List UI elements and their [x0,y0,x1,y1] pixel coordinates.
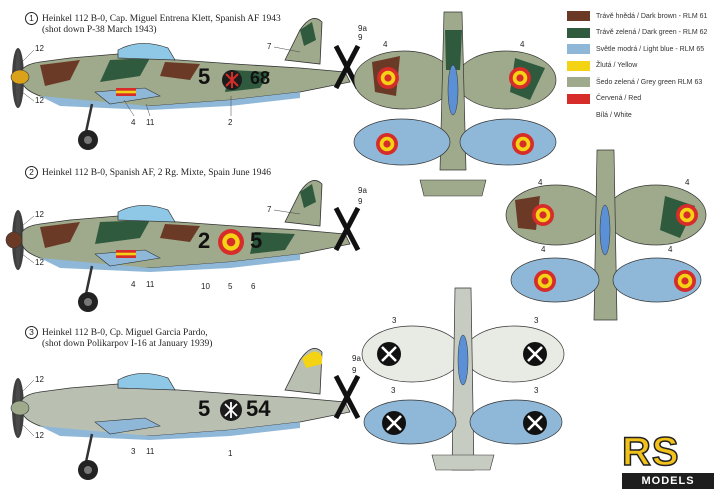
colour-swatch [567,60,590,71]
profile-number-badge: 3 [25,326,38,339]
callout: 3 [534,386,539,395]
plan-view-3 [361,287,565,471]
callout: 12 [35,258,44,267]
legend-item: Bílá / White [567,107,719,124]
code-right-3: 54 [246,396,271,421]
profile-1-caption: 1 Heinkel 112 B-0, Cap. Miguel Entrena Kl… [25,12,281,36]
colour-legend: Trávě hnědá / Dark brown - RLM 61 Trávě … [567,8,719,124]
legend-item: Šedo zelená / Grey green RLM 63 [567,74,719,91]
profile-number-badge: 1 [25,12,38,25]
callout: 11 [146,447,155,456]
rs-models-logo: RS MODELS [618,429,718,492]
code-right-1: 68 [250,68,271,88]
callout: 3 [534,316,539,325]
colour-swatch [567,77,590,88]
legend-label: Trávě hnědá / Dark brown - RLM 61 [596,12,708,20]
code-left-1: 5 [198,64,211,89]
callout: 3 [131,447,136,456]
colour-swatch [567,44,590,55]
profile-2-caption: 2 Heinkel 112 B-0, Spanish AF, 2 Rg. Mixt… [25,166,271,179]
legend-label: Žlutá / Yellow [596,62,638,70]
callout: 6 [251,282,256,291]
callout: 12 [35,44,44,53]
callout: 4 [131,280,136,289]
callout: 4 [668,245,673,254]
legend-item: Žlutá / Yellow [567,58,719,75]
colour-swatch [567,27,590,38]
legend-item: Trávě hnědá / Dark brown - RLM 61 [567,8,719,25]
callout: 4 [131,118,136,127]
legend-item: Světle modrá / Light blue - RLM 65 [567,41,719,58]
callout: 9a [358,24,367,33]
leader-lines [21,46,301,437]
callout: 12 [35,375,44,384]
callout: 9 [358,33,363,42]
plan-view-1 [353,11,557,197]
callout: 9 [352,366,357,375]
legend-label: Bílá / White [596,111,632,119]
profile-2-side-view [5,180,361,312]
profile-3-side-view [10,348,361,480]
legend-item: Červená / Red [567,91,719,108]
callout: 12 [35,96,44,105]
callout: 7 [267,205,272,214]
profile-subtitle: (shot down P-38 March 1943) [42,25,157,35]
callout: 1 [228,449,233,458]
callout: 2 [228,118,233,127]
code-right-2: 5 [250,228,263,253]
callout: 12 [35,431,44,440]
callout: 9a [352,354,361,363]
callout: 4 [541,245,546,254]
callout: 5 [228,282,233,291]
profile-1-side-view [10,18,361,150]
profile-title: Heinkel 112 B-0, Spanish AF, 2 Rg. Mixte… [42,168,271,178]
profile-number-badge: 2 [25,166,38,179]
colour-swatch [567,93,590,104]
callout: 3 [392,316,397,325]
logo-mark: RS [621,429,680,475]
callout: 9a [358,186,367,195]
callout: 4 [538,178,543,187]
profile-title: Heinkel 112 B-0, Cap. Miguel Entrena Kle… [42,14,281,24]
profile-title: Heinkel 112 B-0, Cp. Miguel Garcia Pardo… [42,328,208,338]
callout: 11 [146,280,155,289]
callout: 11 [146,118,155,127]
legend-label: Světle modrá / Light blue - RLM 65 [596,45,705,53]
profile-subtitle: (shot down Polikarpov I-16 at January 19… [42,339,213,349]
callout: 10 [201,282,210,291]
callout: 7 [267,42,272,51]
colour-swatch [567,11,590,22]
logo-wordmark: MODELS [622,473,714,489]
callout: 4 [383,40,388,49]
profile-3-caption: 3 Heinkel 112 B-0, Cp. Miguel Garcia Pard… [25,326,212,350]
callout: 4 [685,178,690,187]
callout: 12 [35,210,44,219]
callout: 3 [391,386,396,395]
code-left-3: 5 [198,396,211,421]
legend-label: Červená / Red [596,95,642,103]
legend-label: Trávě zelená / Dark green - RLM 62 [596,29,708,37]
code-left-2: 2 [198,228,211,253]
plan-view-2 [505,149,707,321]
colour-swatch [567,110,590,121]
legend-label: Šedo zelená / Grey green RLM 63 [596,78,703,86]
callout: 9 [358,197,363,206]
legend-item: Trávě zelená / Dark green - RLM 62 [567,25,719,42]
callout: 4 [520,40,525,49]
